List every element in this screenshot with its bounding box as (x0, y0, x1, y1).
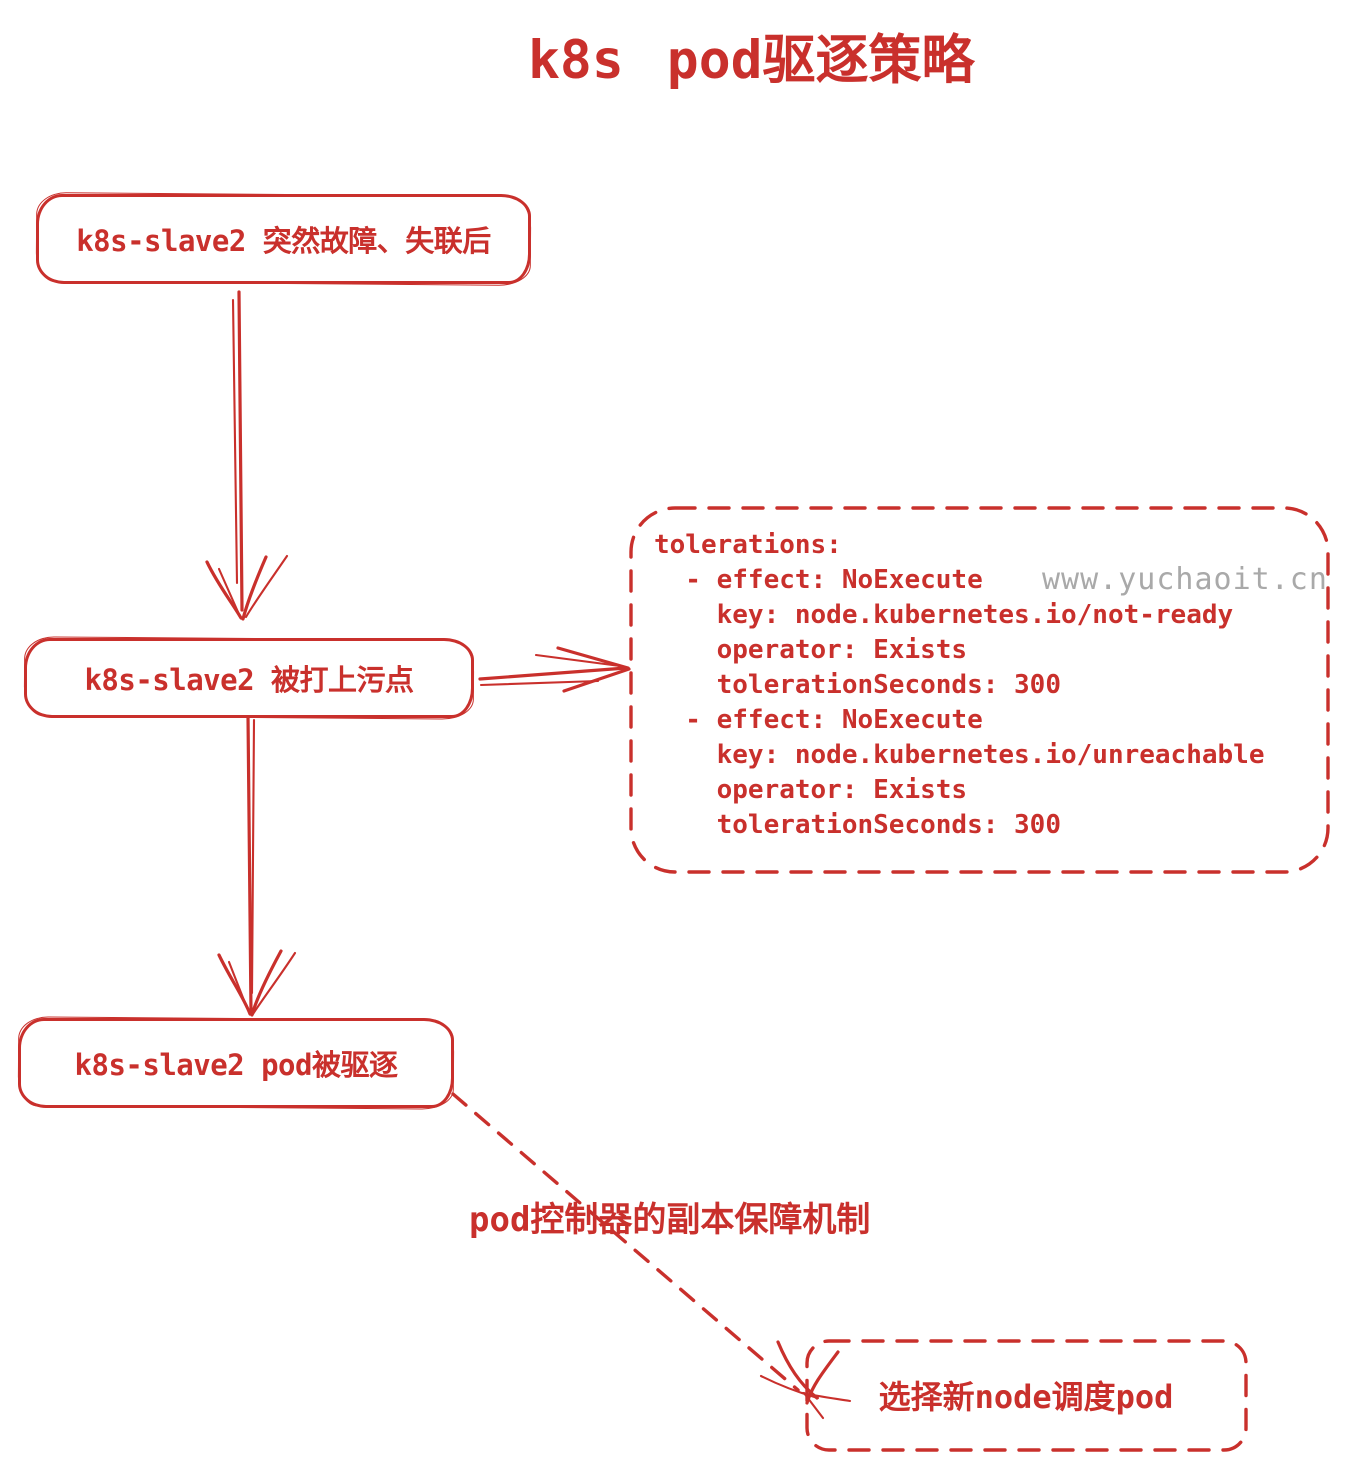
yaml-note-border (629, 506, 1330, 874)
node-schedule: 选择新node调度pod (806, 1340, 1246, 1450)
arrow-taint-to-evict (217, 714, 297, 1017)
dashed-arrow-evict-to-schedule (451, 1092, 852, 1420)
arrow-failure-to-taint (205, 290, 289, 621)
node-taint-label: k8s-slave2 被打上污点 (84, 663, 414, 697)
watermark-text: www.yuchaoit.cn (1042, 562, 1328, 597)
node-evict: k8s-slave2 pod被驱逐 (18, 1018, 454, 1108)
edge-label-replica-mechanism: pod控制器的副本保障机制 (469, 1200, 871, 1240)
schedule-node-border (805, 1339, 1248, 1452)
arrow-taint-to-yaml (478, 646, 631, 693)
yaml-code: tolerations: - effect: NoExecute key: no… (654, 530, 1265, 840)
node-schedule-label: 选择新node调度pod (878, 1378, 1174, 1416)
node-evict-label: k8s-slave2 pod被驱逐 (74, 1048, 398, 1082)
page-title: k8s pod驱逐策略 (528, 30, 975, 91)
node-taint: k8s-slave2 被打上污点 (24, 638, 474, 718)
node-failure-label: k8s-slave2 突然故障、失联后 (76, 224, 491, 258)
node-failure: k8s-slave2 突然故障、失联后 (36, 194, 531, 284)
